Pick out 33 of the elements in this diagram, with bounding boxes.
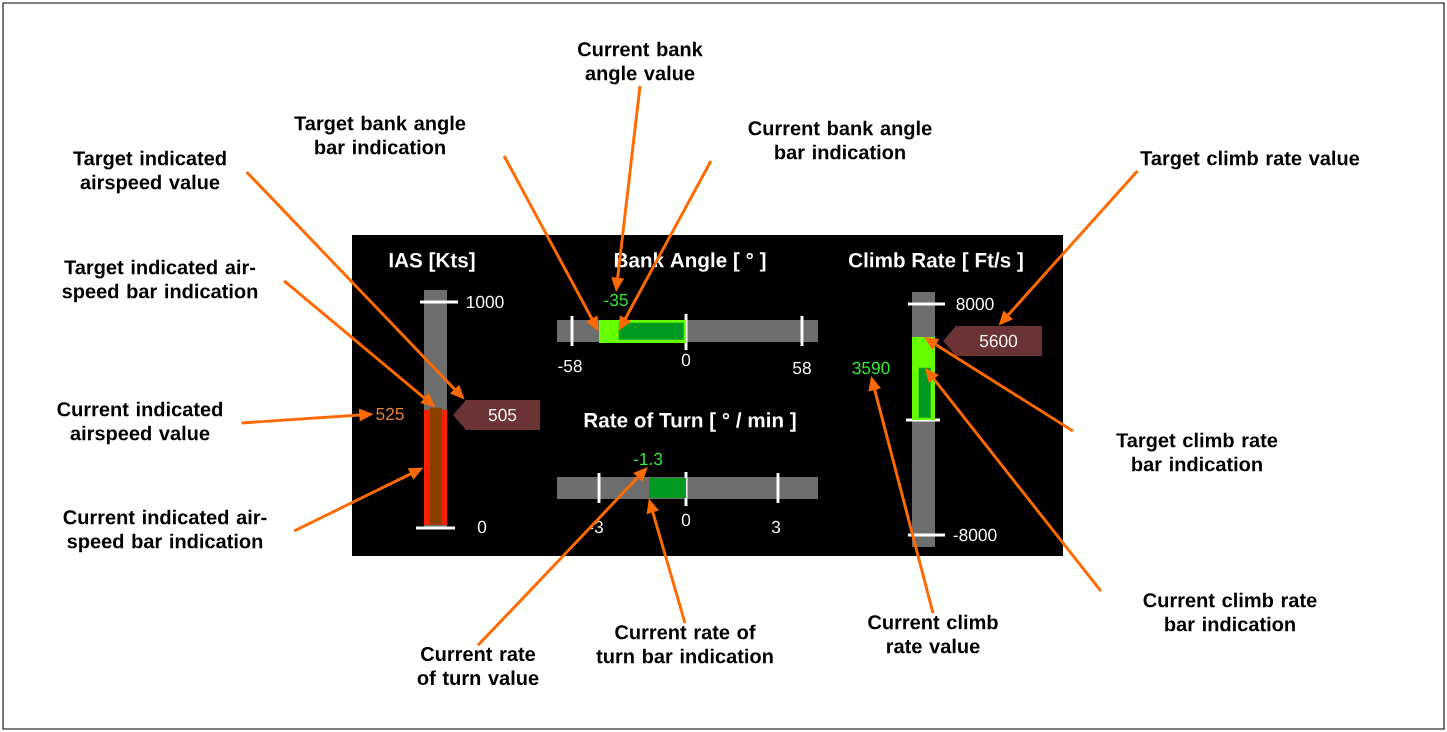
target-flag: 505 <box>453 400 540 430</box>
callout-text: Current climb rate bar indication <box>1143 592 1317 632</box>
callout-text: Current indicated airspeed value <box>57 401 222 445</box>
value-readout: 3590 <box>852 361 890 375</box>
target-flag: 5600 <box>943 326 1042 356</box>
callout-text: Current bank angle bar indication <box>748 120 932 160</box>
gauge-title: IAS [Kts] <box>389 252 475 272</box>
indicator-bar <box>649 478 686 498</box>
callout-text: Current rate of turn bar indication <box>596 624 773 664</box>
scale-label: 58 <box>793 361 811 375</box>
callout-text: Target bank angle bar indication <box>294 115 466 155</box>
scale-label: 8000 <box>956 297 994 311</box>
value-readout: -1.3 <box>633 452 663 466</box>
callout-text: Target climb rate value <box>1140 150 1360 170</box>
gauge-title: Rate of Turn [ ° / min ] <box>584 412 796 432</box>
value-readout: -35 <box>604 293 628 307</box>
callout-text: Target indicated airspeed value <box>73 150 226 194</box>
callout-text: Target climb rate bar indication <box>1116 432 1278 472</box>
callout-text: Current indicated air-speed bar indication <box>63 509 267 553</box>
callout-text: Current rate of turn value <box>417 646 539 686</box>
scale-label: 1000 <box>467 295 504 309</box>
scale-label: -3 <box>589 520 603 534</box>
callout-text: Current climb rate value <box>868 614 998 654</box>
scale-label: 0 <box>681 513 691 527</box>
scale-label: 0 <box>477 520 487 534</box>
callout-text: Target indicated air-speed bar indication <box>62 259 258 303</box>
scale-label: 0 <box>681 353 691 367</box>
gauge-title: Climb Rate [ Ft/s ] <box>849 252 1023 272</box>
value-readout: 525 <box>376 407 404 421</box>
scale-label: -58 <box>558 359 582 373</box>
callout-text: Current bank angle value <box>578 41 703 85</box>
scale-label: -8000 <box>953 528 997 542</box>
scale-label: 3 <box>771 520 781 534</box>
